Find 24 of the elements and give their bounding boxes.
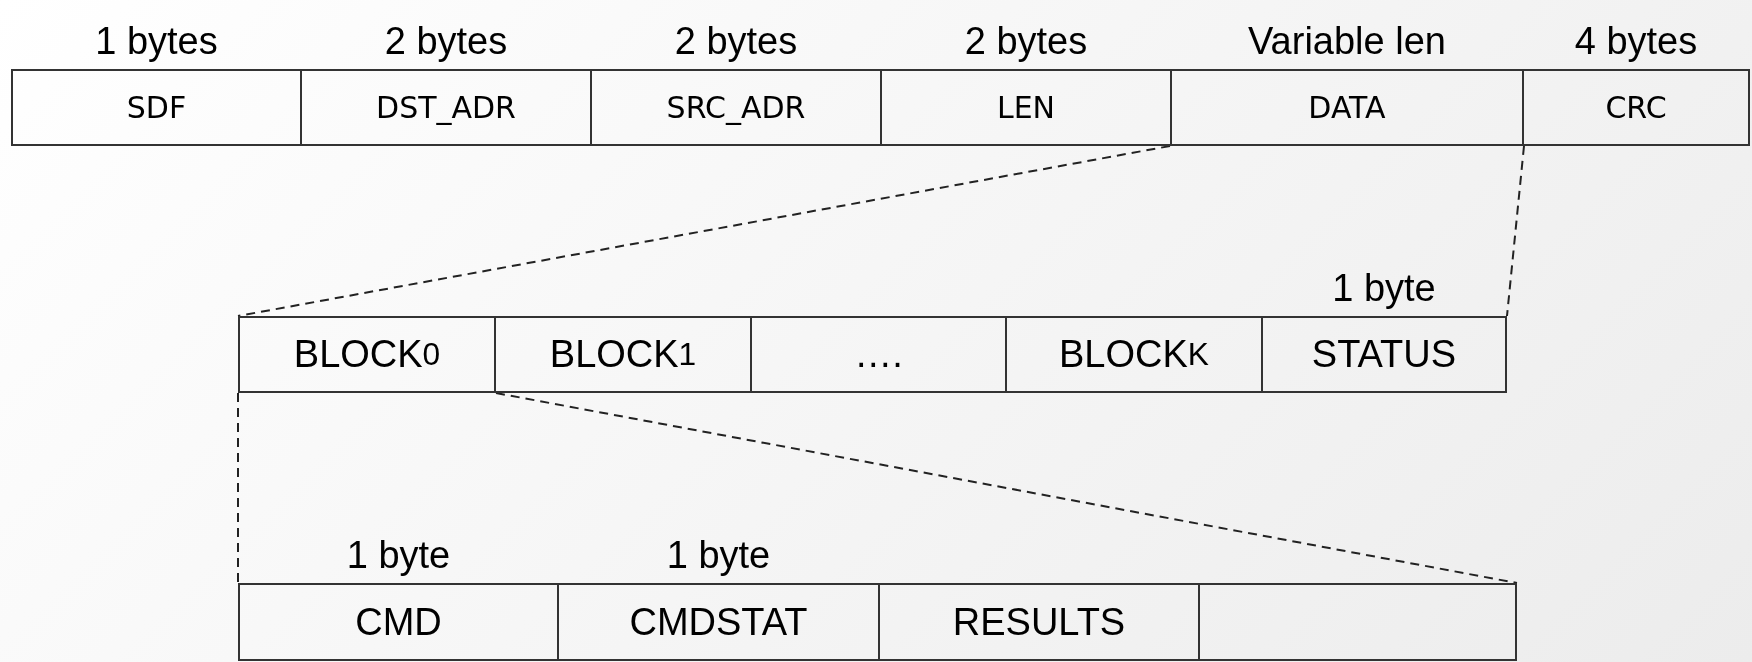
field-size-label: 1 byte xyxy=(1331,266,1437,310)
field-cell: RESULTS xyxy=(878,583,1200,661)
dashed-expansion-line xyxy=(1506,145,1525,317)
field-cell: DST_ADR xyxy=(300,69,592,146)
dashed-expansion-line xyxy=(495,392,1518,584)
field-cell: SRC_ADR xyxy=(590,69,882,146)
field-cell: …. xyxy=(750,316,1007,393)
field-cell: STATUS xyxy=(1261,316,1507,393)
field-cell: CMD xyxy=(238,583,559,661)
field-size-label: 1 byte xyxy=(345,533,452,577)
field-cell: SDF xyxy=(11,69,302,146)
field-cell: CMDSTAT xyxy=(557,583,880,661)
field-size-label: 4 bytes xyxy=(1573,19,1699,63)
field-cell: DATA xyxy=(1170,69,1524,146)
field-size-label: 2 bytes xyxy=(383,19,509,63)
dashed-expansion-line xyxy=(237,145,1171,317)
field-size-label: 1 bytes xyxy=(94,19,219,63)
field-size-label: 1 byte xyxy=(665,533,772,577)
field-cell: CRC xyxy=(1522,69,1750,146)
field-size-label: 2 bytes xyxy=(673,19,799,63)
dashed-expansion-line xyxy=(237,392,239,584)
field-size-label: Variable len xyxy=(1247,19,1447,63)
field-size-label: 2 bytes xyxy=(963,19,1089,63)
field-cell: LEN xyxy=(880,69,1172,146)
